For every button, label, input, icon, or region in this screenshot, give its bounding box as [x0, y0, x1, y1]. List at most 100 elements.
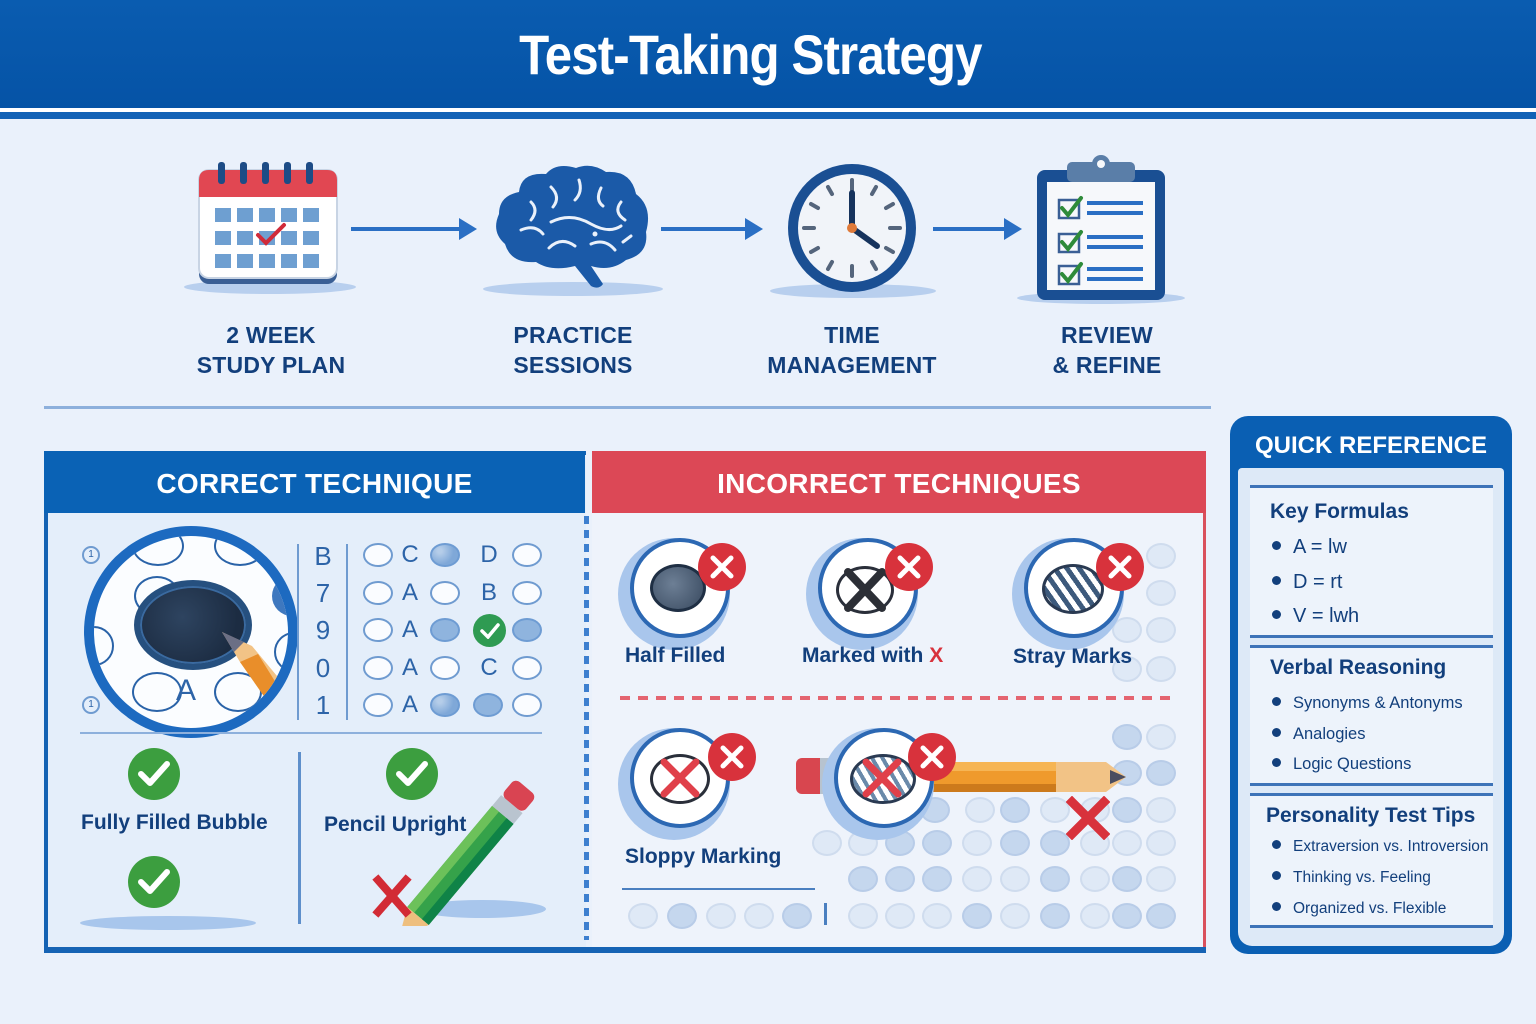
background-bubble: [922, 866, 952, 892]
answer-bubble[interactable]: [363, 581, 393, 605]
background-bubble: [1000, 797, 1030, 823]
flow-arrow: [933, 218, 1022, 240]
background-bubble: [1146, 543, 1176, 569]
answer-bubble[interactable]: [430, 581, 460, 605]
qr-list-item: A = lw: [1272, 536, 1347, 559]
background-bubble: [1146, 797, 1176, 823]
answer-bubble[interactable]: [430, 693, 460, 717]
answer-bubble[interactable]: [363, 656, 393, 680]
qr-list-item: Logic Questions: [1272, 755, 1411, 774]
item-shadow: [80, 916, 256, 930]
row-label: B: [314, 541, 332, 571]
background-bubble: [1112, 617, 1142, 643]
background-bubble: [848, 830, 878, 856]
background-bubble: [628, 903, 658, 929]
background-bubble: [1040, 903, 1070, 929]
background-bubble: [922, 830, 952, 856]
background-bubble: [1000, 903, 1030, 929]
background-bubble: [1146, 866, 1176, 892]
incorrect-item-label: Stray Marks: [1013, 645, 1133, 668]
background-bubble: [1040, 866, 1070, 892]
qr-section-key-formulas: Key Formulas A = lw D = rt V = lwh: [1250, 485, 1493, 638]
correct-item-label: Pencil Upright: [324, 813, 467, 836]
x-circle-icon: [698, 543, 746, 591]
answer-bubble[interactable]: [430, 543, 460, 567]
background-bubble: [1112, 866, 1142, 892]
header-banner: Test-Taking Strategy: [0, 0, 1536, 108]
background-bubble: [1146, 656, 1176, 682]
bubble-row-divider: [824, 903, 827, 925]
qr-list-item: Organized vs. Flexible: [1272, 900, 1446, 918]
background-bubble: [1112, 656, 1142, 682]
answer-bubble[interactable]: [363, 618, 393, 642]
check-circle-icon: [128, 856, 180, 908]
answer-bubble[interactable]: [512, 543, 542, 567]
background-bubble: [1040, 797, 1070, 823]
answer-bubble[interactable]: [512, 581, 542, 605]
icon-shadow: [483, 282, 663, 296]
row-label: 1: [315, 690, 331, 720]
selected-check-bubble[interactable]: [473, 614, 506, 647]
background-bubble: [922, 903, 952, 929]
step-label: REVIEW & REFINE: [1052, 322, 1162, 378]
row-label: 7: [315, 578, 331, 608]
x-circle-icon: [1096, 543, 1144, 591]
background-bubble: [1146, 903, 1176, 929]
background-bubble: [962, 830, 992, 856]
background-bubble: [965, 797, 995, 823]
pencil-tip-icon: [222, 632, 288, 722]
background-bubble: [1112, 903, 1142, 929]
correct-technique-title: CORRECT TECHNIQUE: [44, 451, 585, 513]
background-bubble: [1080, 866, 1110, 892]
sheet-divider: [346, 544, 348, 720]
fully-filled-bubble: [134, 580, 252, 670]
x-circle-icon: [885, 543, 933, 591]
flow-arrow: [661, 218, 763, 240]
background-bubble: [885, 903, 915, 929]
background-bubble: [848, 903, 878, 929]
answer-bubble[interactable]: [512, 693, 542, 717]
row-number-marker: 1: [82, 546, 100, 564]
answer-bubble[interactable]: [430, 656, 460, 680]
check-circle-icon: [386, 748, 438, 800]
sheet-divider: [297, 544, 299, 720]
incorrect-techniques-title: INCORRECT TECHNIQUES: [592, 451, 1206, 513]
background-bubble: [885, 830, 915, 856]
calendar-icon: [198, 162, 338, 284]
header-stripe: [0, 112, 1536, 119]
background-bubble: [706, 903, 736, 929]
background-bubble: [667, 903, 697, 929]
background-bubble: [1112, 797, 1142, 823]
qr-list-item: Thinking vs. Feeling: [1272, 869, 1431, 887]
answer-bubble[interactable]: [512, 618, 542, 642]
answer-bubble[interactable]: [430, 618, 460, 642]
flow-arrow: [351, 218, 477, 240]
qr-list-item: Synonyms & Antonyms: [1272, 694, 1463, 713]
panel-dashed-divider: [584, 516, 589, 940]
panel-bottom-border: [44, 947, 1206, 953]
answer-bubble[interactable]: [473, 693, 503, 717]
check-icon: [480, 623, 500, 639]
background-bubble: [744, 903, 774, 929]
x-circle-icon: [708, 733, 756, 781]
background-bubble: [1112, 830, 1142, 856]
answer-bubble[interactable]: [363, 693, 393, 717]
background-bubble: [1146, 760, 1176, 786]
option-letter: D: [480, 541, 498, 568]
incorrect-dashed-divider: [620, 696, 1177, 700]
option-letter: C: [401, 541, 419, 568]
background-bubble: [962, 866, 992, 892]
background-bubble: [885, 866, 915, 892]
option-letter: A: [401, 616, 418, 643]
qr-section-heading: Personality Test Tips: [1266, 804, 1476, 827]
answer-bubble[interactable]: [512, 656, 542, 680]
option-letter: B: [480, 579, 497, 606]
answer-bubble[interactable]: [363, 543, 393, 567]
page-title: Test-Taking Strategy: [519, 23, 982, 86]
background-bubble: [1040, 830, 1070, 856]
background-bubble: [1000, 830, 1030, 856]
magnifier-lens: A: [84, 526, 298, 738]
background-bubble: [848, 866, 878, 892]
qr-section-verbal-reasoning: Verbal Reasoning Synonyms & Antonyms Ana…: [1250, 645, 1493, 786]
caption-underline: [622, 888, 815, 890]
